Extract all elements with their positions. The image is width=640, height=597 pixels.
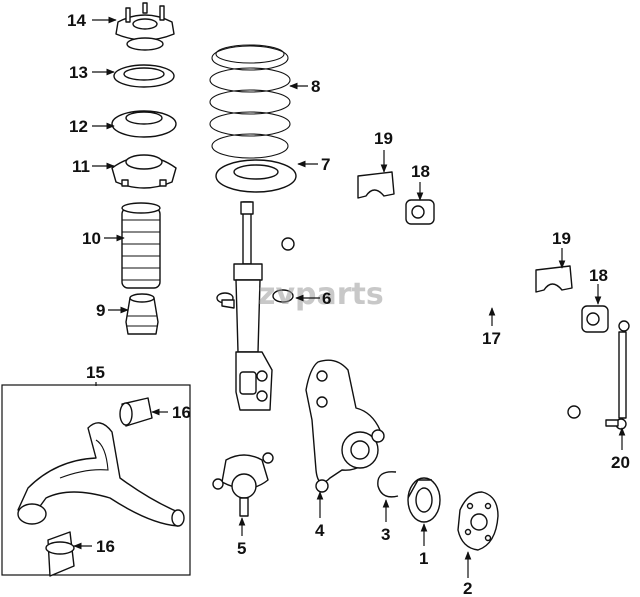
callout-14: 14 — [67, 11, 86, 30]
callout-7: 7 — [321, 155, 330, 174]
stabilizer-link-part — [605, 320, 630, 430]
callout-18a: 18 — [411, 162, 430, 181]
stabilizer-bushing-part — [581, 305, 609, 333]
callout-5: 5 — [237, 539, 246, 558]
callout-19a: 19 — [374, 129, 393, 148]
callout-20: 20 — [611, 453, 630, 472]
spring-insulator-part — [111, 154, 177, 189]
callout-19b: 19 — [552, 229, 571, 248]
callout-11: 11 — [72, 157, 90, 176]
callout-15: 15 — [86, 363, 105, 382]
stabilizer-bushing-part — [405, 199, 435, 225]
callout-13: 13 — [69, 63, 88, 82]
wheel-bearing-part — [407, 477, 441, 523]
callout-10: 10 — [82, 229, 101, 248]
strut-assembly-part — [216, 201, 294, 411]
ball-joint-part — [212, 452, 274, 517]
wheel-hub-part — [457, 491, 499, 551]
callout-12: 12 — [69, 117, 88, 136]
callout-16a: 16 — [172, 403, 191, 422]
upper-spring-seat-part — [111, 110, 177, 138]
stabilizer-bracket-part — [535, 265, 573, 293]
callout-4: 4 — [315, 521, 325, 540]
strut-mount-part — [115, 2, 175, 51]
callout-2: 2 — [463, 579, 472, 597]
dust-boot-part — [121, 202, 161, 289]
watermark-text: zvparts — [258, 277, 384, 312]
stabilizer-bracket-part — [357, 171, 395, 199]
callout-3: 3 — [381, 525, 390, 544]
callout-8: 8 — [311, 77, 320, 96]
callout-labels: 14 13 12 11 10 9 8 7 6 19 18 19 18 17 20… — [67, 11, 630, 597]
lower-control-arm-part — [1, 384, 191, 576]
callout-6: 6 — [322, 289, 331, 308]
callout-18b: 18 — [589, 266, 608, 285]
steering-knuckle-part — [305, 359, 385, 493]
control-arm-bushing-part — [119, 397, 153, 427]
callout-9: 9 — [96, 301, 105, 320]
strut-bearing-part — [113, 64, 175, 88]
coil-spring-part — [209, 44, 291, 159]
callout-16b: 16 — [96, 537, 115, 556]
callout-1: 1 — [419, 549, 428, 568]
leader-lines — [73, 16, 626, 578]
stabilizer-bar-part — [281, 231, 581, 419]
snap-ring-part — [377, 471, 399, 498]
lower-spring-seat-part — [215, 159, 297, 193]
bump-stop-part — [125, 293, 159, 335]
callout-17: 17 — [482, 329, 501, 348]
